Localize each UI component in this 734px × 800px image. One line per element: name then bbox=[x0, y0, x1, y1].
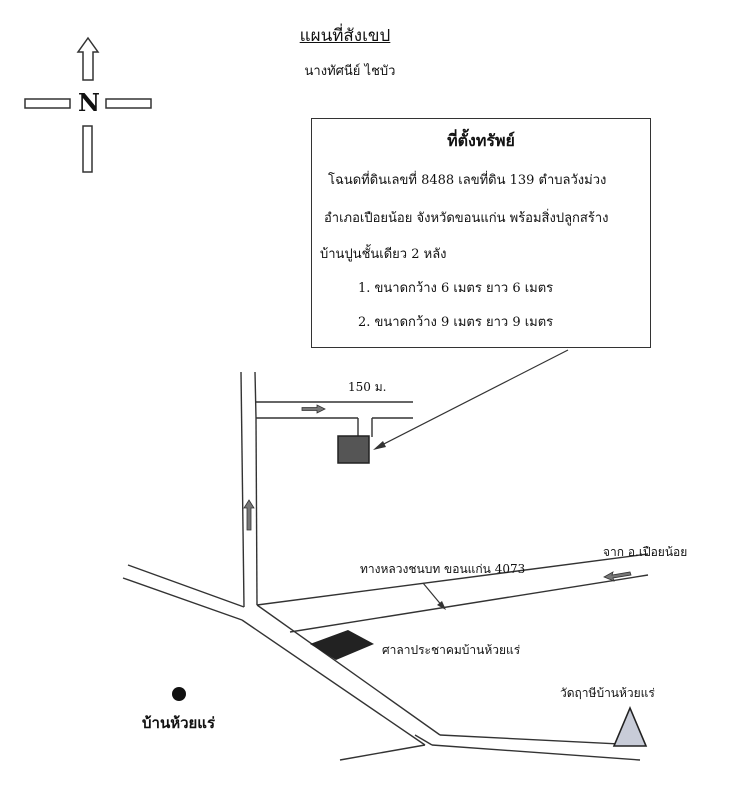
info-line-building-2: 2. ขนาดกว้าง 9 เมตร ยาว 9 เมตร bbox=[358, 315, 554, 330]
info-line-buildings: บ้านปูนชั้นเดียว 2 หลัง bbox=[320, 247, 447, 262]
property-info-box: ที่ตั้งทรัพย์ โฉนดที่ดินเลขที่ 8488 เลขท… bbox=[311, 118, 651, 348]
road-left-lower bbox=[122, 577, 243, 621]
callout-arrowhead-property bbox=[373, 441, 386, 450]
road-network bbox=[122, 371, 649, 761]
road-vertical-right-lower bbox=[255, 417, 258, 606]
arrow-north-on-road bbox=[243, 499, 255, 531]
road-vertical-left bbox=[240, 371, 245, 608]
highway-upper-edge bbox=[256, 553, 649, 606]
compass-east-bar bbox=[105, 98, 152, 109]
road-south-stub bbox=[414, 734, 433, 746]
highway-lower-edge bbox=[289, 574, 649, 633]
road-left-upper bbox=[127, 564, 245, 608]
property-marker bbox=[337, 435, 370, 464]
compass-north-label: N bbox=[78, 88, 100, 117]
compass-north-arrow bbox=[76, 36, 100, 81]
village-label: บ้านห้วยแร่ bbox=[142, 714, 216, 732]
owner-name: นางทัศนีย์ ไชบัว bbox=[304, 64, 396, 79]
arrow-east-to-property bbox=[301, 404, 326, 414]
road-southwest bbox=[339, 744, 426, 761]
community-hall-marker bbox=[310, 630, 374, 660]
compass-west-bar bbox=[24, 98, 71, 109]
from-town-label: จาก อ.เปือยน้อย bbox=[603, 545, 688, 559]
info-box-heading: ที่ตั้งทรัพย์ bbox=[447, 131, 515, 150]
arrow-from-town bbox=[603, 571, 632, 582]
road-diagonal-upper bbox=[256, 604, 441, 736]
temple-label: วัดฤาษีบ้านห้วยแร่ bbox=[560, 686, 655, 700]
compass-rose bbox=[24, 36, 152, 173]
highway-label: ทางหลวงชนบท ขอนแก่น 4073 bbox=[360, 562, 526, 576]
community-hall-label: ศาลาประชาคมบ้านห้วยแร่ bbox=[382, 643, 521, 657]
compass-south-bar bbox=[82, 125, 93, 173]
road-diagonal-lower bbox=[241, 619, 426, 746]
village-marker bbox=[172, 687, 186, 701]
info-line-location: อำเภอเปือยน้อย จังหวัดขอนแก่น พร้อมสิ่งป… bbox=[324, 211, 609, 226]
info-line-building-1: 1. ขนาดกว้าง 6 เมตร ยาว 6 เมตร bbox=[358, 281, 554, 296]
callout-line-property bbox=[377, 349, 569, 448]
callout-arrowhead-highway bbox=[437, 601, 446, 610]
temple-marker bbox=[612, 705, 648, 747]
distance-label: 150 ม. bbox=[348, 380, 387, 394]
info-line-deed: โฉนดที่ดินเลขที่ 8488 เลขที่ดิน 139 ตำบล… bbox=[328, 173, 607, 188]
road-temple-upper bbox=[439, 734, 641, 746]
road-vertical-right bbox=[254, 371, 257, 419]
map-title: แผนที่สังเขป bbox=[299, 26, 391, 46]
road-temple-lower bbox=[431, 744, 641, 761]
